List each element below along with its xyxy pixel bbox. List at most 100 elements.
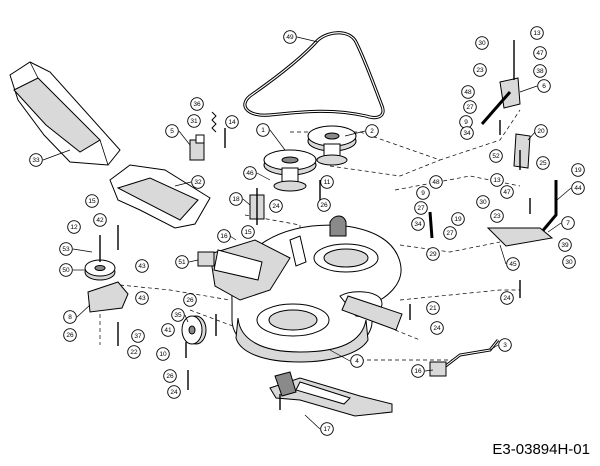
assembly-guide-lines xyxy=(99,109,521,361)
callout-37: 37 xyxy=(131,329,145,343)
callout-label: 42 xyxy=(96,217,104,224)
callout-label: 48 xyxy=(464,89,472,96)
callout-17: 17 xyxy=(320,422,334,436)
callout-label: 3 xyxy=(503,342,507,349)
callout-label: 9 xyxy=(421,190,425,197)
callout-label: 25 xyxy=(539,160,547,167)
callout-label: 24 xyxy=(503,295,511,302)
callout-27: 27 xyxy=(443,226,457,240)
callout-label: 5 xyxy=(170,128,174,135)
bracket-51 xyxy=(197,251,215,267)
callout-33: 33 xyxy=(29,153,43,167)
callout-label: 11 xyxy=(324,179,331,186)
callout-label: 47 xyxy=(503,189,511,196)
callout-48: 48 xyxy=(429,175,443,189)
callout-label: 23 xyxy=(493,213,501,220)
callout-label: 6 xyxy=(542,83,546,90)
callout-22: 22 xyxy=(127,345,141,359)
callout-label: 24 xyxy=(433,325,441,332)
callout-29: 29 xyxy=(426,247,440,261)
callout-26: 26 xyxy=(317,198,331,212)
callout-36: 36 xyxy=(190,97,204,111)
callout-label: 50 xyxy=(62,267,70,274)
callout-39: 39 xyxy=(558,238,572,252)
callout-7: 7 xyxy=(561,216,575,230)
callout-label: 39 xyxy=(561,242,569,249)
callout-label: 24 xyxy=(170,389,178,396)
callout-10: 10 xyxy=(156,347,170,361)
callout-13: 13 xyxy=(530,26,544,40)
callout-21: 21 xyxy=(426,301,440,315)
callout-label: 34 xyxy=(414,221,422,228)
callout-label: 19 xyxy=(454,216,462,223)
callout-45: 45 xyxy=(506,257,520,271)
callout-label: 30 xyxy=(565,259,573,266)
callout-label: 30 xyxy=(479,199,487,206)
lift-rod-3 xyxy=(429,339,500,377)
callout-47: 47 xyxy=(500,185,514,199)
callout-34: 34 xyxy=(460,126,474,140)
callout-11: 11 xyxy=(320,175,334,189)
lift-linkage-20 xyxy=(513,133,531,170)
callout-41: 41 xyxy=(161,323,175,337)
callout-label: 43 xyxy=(138,263,146,270)
callout-47: 47 xyxy=(533,46,547,60)
spring-36 xyxy=(211,111,217,133)
baffle-26 xyxy=(329,215,347,237)
callout-label: 18 xyxy=(232,196,240,203)
callout-label: 33 xyxy=(32,157,40,164)
callout-label: 37 xyxy=(134,333,142,340)
callout-label: 1 xyxy=(261,127,265,134)
callout-label: 23 xyxy=(476,67,484,74)
callout-30: 30 xyxy=(562,255,576,269)
callout-26: 26 xyxy=(163,369,177,383)
callout-35: 35 xyxy=(171,308,185,322)
callout-23: 23 xyxy=(490,209,504,223)
callout-32: 32 xyxy=(191,175,205,189)
callout-12: 12 xyxy=(67,220,81,234)
bracket-5 xyxy=(189,134,205,161)
callout-27: 27 xyxy=(463,100,477,114)
callout-25: 25 xyxy=(536,156,550,170)
callout-43: 43 xyxy=(135,259,149,273)
pulley-2 xyxy=(307,125,357,166)
callout-label: 10 xyxy=(159,351,167,358)
lift-arm-7 xyxy=(428,180,558,298)
callout-label: 27 xyxy=(446,230,454,237)
callout-label: 51 xyxy=(178,259,186,266)
callout-label: 41 xyxy=(164,327,172,334)
callout-label: 7 xyxy=(566,220,570,227)
callout-16: 16 xyxy=(411,364,425,378)
callout-24: 24 xyxy=(269,199,283,213)
callout-label: 22 xyxy=(130,349,138,356)
callout-13: 13 xyxy=(490,173,504,187)
callout-label: 29 xyxy=(429,251,437,258)
callout-label: 27 xyxy=(466,104,474,111)
callout-label: 48 xyxy=(432,179,440,186)
callout-label: 52 xyxy=(492,153,500,160)
blade-17 xyxy=(269,371,393,417)
callout-24: 24 xyxy=(430,321,444,335)
callout-label: 35 xyxy=(174,312,182,319)
mower-deck-4 xyxy=(231,224,402,363)
callout-label: 26 xyxy=(166,373,174,380)
callout-19: 19 xyxy=(451,212,465,226)
callout-label: 8 xyxy=(68,314,72,321)
callout-16: 16 xyxy=(217,229,231,243)
callout-42: 42 xyxy=(93,213,107,227)
belt-49 xyxy=(243,31,385,120)
deflector-chute-33 xyxy=(9,61,121,166)
callout-14: 14 xyxy=(225,115,239,129)
callout-15: 15 xyxy=(241,225,255,239)
callout-3: 3 xyxy=(498,338,512,352)
callout-19: 19 xyxy=(571,163,585,177)
callout-label: 49 xyxy=(286,34,294,41)
callout-label: 38 xyxy=(536,68,544,75)
callout-43: 43 xyxy=(135,291,149,305)
callout-4: 4 xyxy=(350,354,364,368)
callout-53: 53 xyxy=(59,242,73,256)
callout-18: 18 xyxy=(229,192,243,206)
callout-30: 30 xyxy=(475,36,489,50)
